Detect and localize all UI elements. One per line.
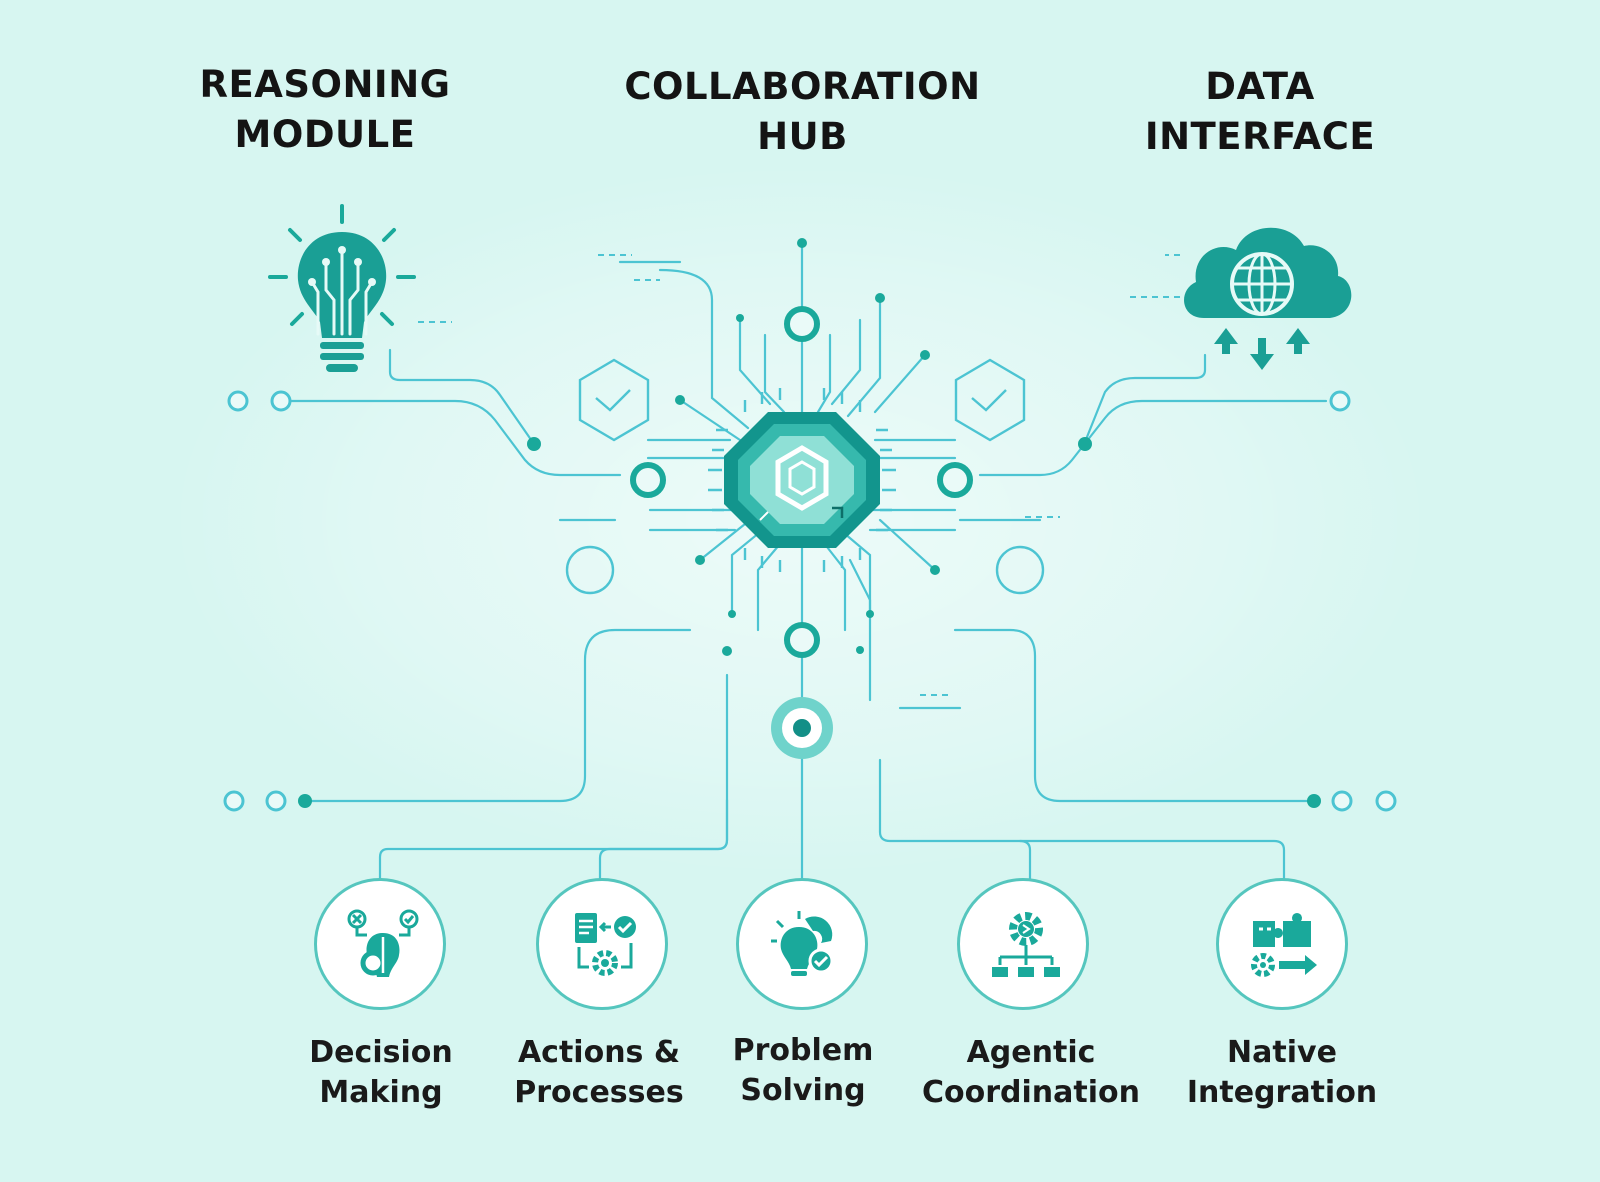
cloud-globe-icon <box>1184 227 1352 370</box>
problem-solving-icon <box>771 911 834 976</box>
end-dot <box>1078 437 1092 451</box>
node-top <box>784 306 820 342</box>
branch-actions <box>598 798 729 882</box>
decision-making-icon <box>347 909 419 977</box>
processor-chip-icon <box>708 388 896 572</box>
node-lower-right <box>995 545 1045 595</box>
connector-cloud <box>1083 353 1207 444</box>
capability-actions-processes <box>536 878 668 1010</box>
connector-lower-right <box>953 628 1312 803</box>
hexagon-shield-right <box>954 358 1026 442</box>
caption-actions-processes: Actions & Processes <box>514 1035 684 1110</box>
end-dot <box>875 293 885 303</box>
end-ring <box>223 790 245 812</box>
connector-right <box>978 399 1328 477</box>
node-bottom <box>784 622 820 658</box>
end-dot <box>728 610 736 618</box>
end-dot <box>920 350 930 360</box>
end-ring <box>1329 390 1351 412</box>
lightbulb-circuit-icon <box>268 204 416 372</box>
end-dot <box>930 565 940 575</box>
connector-lower-left <box>303 628 692 803</box>
end-dot <box>866 610 874 618</box>
hexagon-shield-left <box>578 358 650 442</box>
end-dot <box>298 794 312 808</box>
end-dot <box>527 437 541 451</box>
end-dot <box>695 555 705 565</box>
connector-bulb <box>388 348 536 446</box>
agentic-coordination-icon <box>992 912 1060 977</box>
end-ring <box>1331 790 1353 812</box>
end-dot <box>1307 794 1321 808</box>
capability-native-integration <box>1216 878 1348 1010</box>
end-dot <box>675 395 685 405</box>
end-ring <box>227 390 249 412</box>
heading-collaboration-hub: COLLABORATION HUB <box>624 65 981 158</box>
end-dot <box>856 646 864 654</box>
node-lower-left <box>565 545 615 595</box>
heading-reasoning-module: REASONING MODULE <box>199 63 451 156</box>
caption-problem-solving: Problem Solving <box>732 1033 874 1108</box>
node-left <box>630 462 666 498</box>
end-dot <box>722 646 732 656</box>
actions-processes-icon <box>575 913 636 976</box>
caption-decision-making: Decision Making <box>309 1035 453 1110</box>
branch-right <box>878 758 1032 882</box>
caption-native-integration: Native Integration <box>1186 1035 1378 1110</box>
capability-decision-making <box>314 878 446 1010</box>
capability-problem-solving <box>736 878 868 1010</box>
branch-native <box>1018 839 1286 882</box>
end-dot <box>797 238 807 248</box>
native-integration-icon <box>1251 913 1317 977</box>
end-ring <box>1375 790 1397 812</box>
heading-data-interface: DATA INTERFACE <box>1144 65 1376 158</box>
end-dot <box>736 314 744 322</box>
connector-left <box>286 399 622 477</box>
end-ring <box>265 790 287 812</box>
capability-agentic-coordination <box>957 878 1089 1010</box>
caption-agentic-coordination: Agentic Coordination <box>922 1035 1140 1110</box>
end-ring <box>270 390 292 412</box>
node-right <box>937 462 973 498</box>
